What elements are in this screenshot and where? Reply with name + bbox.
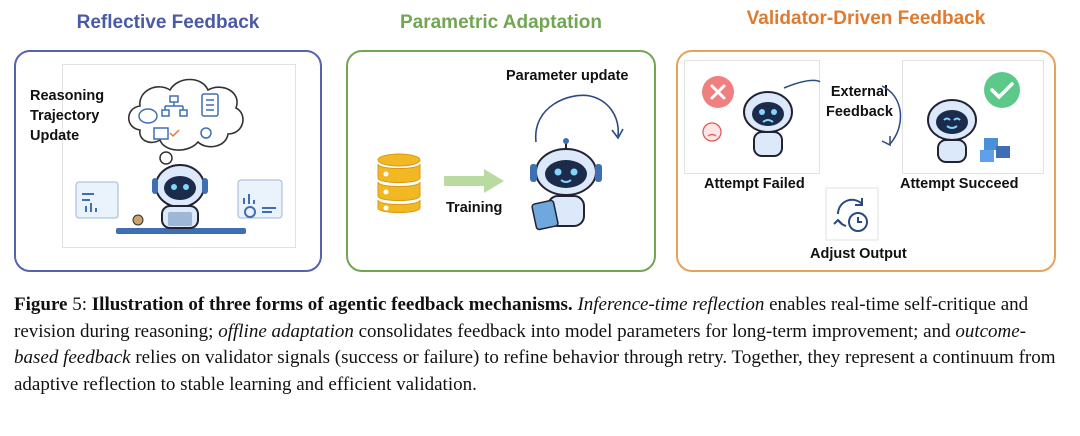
parameter-update-curved-arrow-icon xyxy=(535,94,624,143)
reasoning-trajectory-update-label: Reasoning Trajectory Update xyxy=(30,88,105,144)
succeed-robot-icon xyxy=(927,72,1020,163)
term-outcome-based-feedback: outcome-based feedback xyxy=(14,320,1027,369)
panel-validator-driven-feedback: External Feedback Attempt Failed Attempt… xyxy=(676,50,1056,272)
succeed-illustration-frame xyxy=(902,60,1044,174)
figure-label: Figure xyxy=(14,294,68,315)
failed-robot-icon xyxy=(702,76,793,157)
reflective-illustration-frame xyxy=(62,64,296,248)
feedback-curved-arrow-icon xyxy=(783,79,902,147)
training-arrow-icon xyxy=(444,169,504,193)
panel-title-reflective: Reflective Feedback xyxy=(76,12,260,33)
caption-text-1: enables real-time self-critique and revi… xyxy=(14,294,1029,342)
thought-cloud-icon xyxy=(127,78,244,177)
parameter-update-label: Parameter update xyxy=(506,68,629,84)
training-label: Training xyxy=(446,200,503,216)
external-feedback-label: External Feedback xyxy=(826,84,893,120)
panel-title-parametric: Parametric Adaptation xyxy=(399,12,602,33)
attempt-succeed-label: Attempt Succeed xyxy=(900,176,1019,192)
failed-illustration-frame xyxy=(684,60,820,174)
panel-parametric-adaptation: Parameter update Training xyxy=(346,50,656,272)
adjust-output-cycle-clock-icon xyxy=(825,187,879,241)
figure-bold-title: Illustration of three forms of agentic f… xyxy=(91,294,573,315)
figure-number: 5: xyxy=(72,294,88,315)
panel-title-validator: Validator-Driven Feedback xyxy=(746,8,986,29)
database-icon xyxy=(377,153,421,213)
term-offline-adaptation: offline adaptation xyxy=(218,320,354,342)
adjust-output-label: Adjust Output xyxy=(810,246,907,262)
caption-text-2: consolidates feedback into model paramet… xyxy=(353,320,956,342)
figure-caption: Figure 5: Illustration of three forms of… xyxy=(14,292,1069,398)
attempt-failed-label: Attempt Failed xyxy=(704,176,805,192)
reflective-robot-icon xyxy=(75,164,283,234)
term-inference-time-reflection: Inference-time reflection xyxy=(577,294,765,315)
panel-reflective-feedback: Reasoning Trajectory Update xyxy=(14,50,322,272)
caption-text-3: relies on validator signals (success or … xyxy=(14,347,1056,395)
parametric-robot-icon xyxy=(530,138,602,231)
